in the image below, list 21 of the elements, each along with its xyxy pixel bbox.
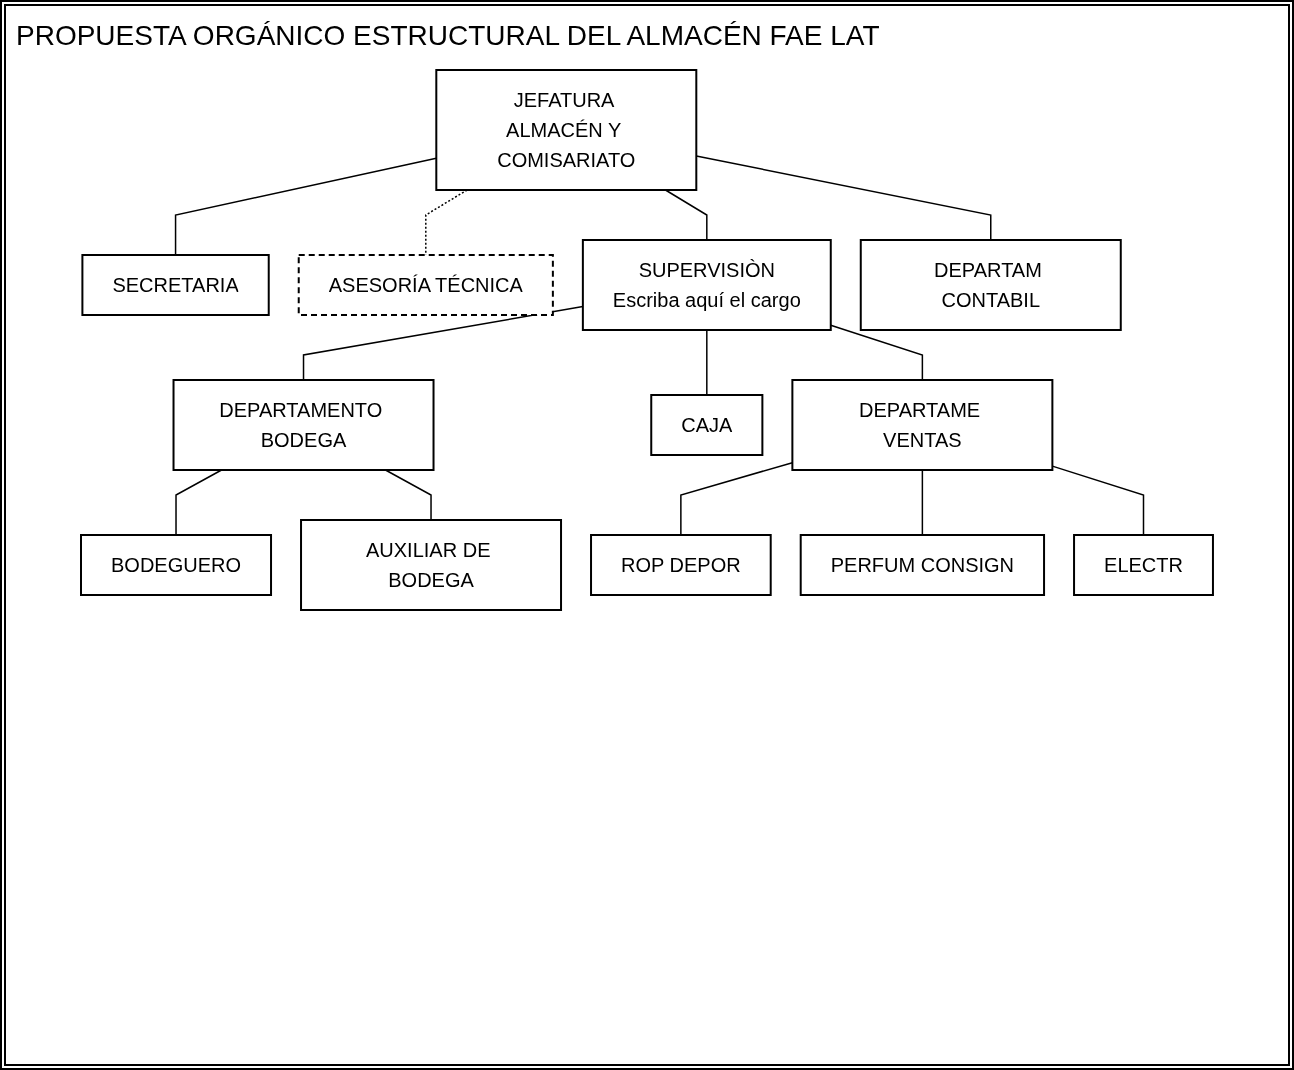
node-box: JEFATURA ALMACÉN Y COMISARIATO (435, 69, 698, 191)
node-box: DEPARTAM CONTABIL (859, 239, 1122, 331)
connector (706, 329, 708, 396)
node-box: SECRETARIA (81, 254, 270, 316)
node-box: DEPARTAME VENTAS (791, 379, 1054, 471)
node-box: AUXILIAR DE BODEGA (300, 519, 563, 611)
node-box: BODEGUERO (80, 534, 273, 596)
node-box: PERFUM CONSIGN (799, 534, 1046, 596)
connector (384, 469, 432, 521)
node-box: CAJA (650, 394, 764, 456)
connector (175, 469, 223, 536)
connector (921, 469, 924, 536)
node-box: ROP DEPOR (590, 534, 772, 596)
connector (1051, 465, 1145, 536)
node-box: ELECTR (1073, 534, 1214, 596)
node-box: ASESORÍA TÉCNICA (297, 254, 554, 316)
connector (664, 189, 708, 241)
connector (830, 324, 924, 381)
node-box: SUPERVISIÒN Escriba aquí el cargo (581, 239, 832, 331)
node-box: DEPARTAMENTO BODEGA (172, 379, 435, 471)
diagram-title: PROPUESTA ORGÁNICO ESTRUCTURAL DEL ALMACÉN FAE LAT (16, 20, 881, 52)
